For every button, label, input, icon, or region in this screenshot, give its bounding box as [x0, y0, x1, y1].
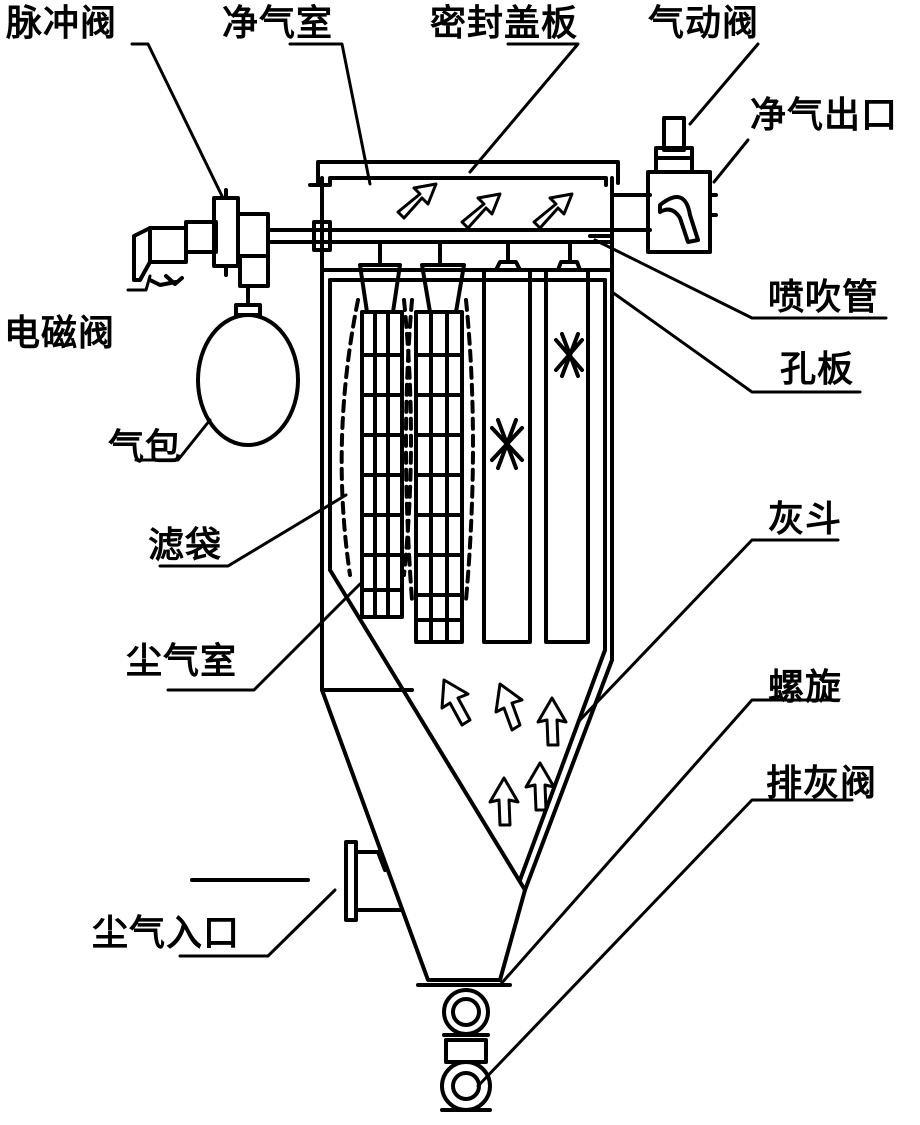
label-pulse-valve: 脉冲阀: [6, 3, 118, 44]
label-sealing-cover: 密封盖板: [430, 3, 579, 44]
label-air-drum: 气包: [108, 427, 183, 468]
flow-arrows: [398, 184, 572, 825]
ash-hopper: [322, 570, 612, 980]
solenoid-valve: [134, 228, 186, 285]
clean-air-outlet: [648, 172, 716, 252]
label-solenoid-valve: 电磁阀: [4, 313, 116, 354]
dusty-air-inlet: [346, 842, 402, 920]
label-screw: 螺旋: [768, 667, 843, 708]
label-dusty-air-chamber: 尘气室: [126, 641, 238, 682]
label-orifice-plate: 孔板: [780, 349, 855, 390]
label-dusty-air-inlet: 尘气入口: [92, 913, 241, 954]
label-clean-air-chamber: 净气室: [222, 3, 334, 44]
sealing-cover-plate: [310, 162, 618, 185]
filter-bag-1: [342, 265, 411, 617]
filter-bag-2: [406, 265, 473, 642]
pulse-valve: [186, 190, 268, 286]
clean-air-chamber: [322, 178, 650, 270]
air-drum: [198, 286, 298, 445]
leader-lines: [128, 44, 886, 1086]
ash-discharge-valve: [442, 1040, 490, 1110]
label-blow-pipe: 喷吹管: [768, 277, 880, 318]
label-filter-bag: 滤袋: [148, 525, 223, 566]
label-clean-air-outlet: 净气出口: [750, 95, 899, 136]
label-pneumatic-valve: 气动阀: [648, 3, 760, 44]
filter-bag-4: [546, 262, 588, 642]
screw-conveyor: [418, 985, 510, 1035]
blow-nozzles: [380, 242, 570, 262]
pneumatic-valve: [656, 118, 692, 172]
label-ash-discharge-valve: 排灰阀: [766, 763, 878, 804]
label-ash-hopper: 灰斗: [768, 499, 843, 540]
filter-bag-3: [484, 262, 530, 642]
